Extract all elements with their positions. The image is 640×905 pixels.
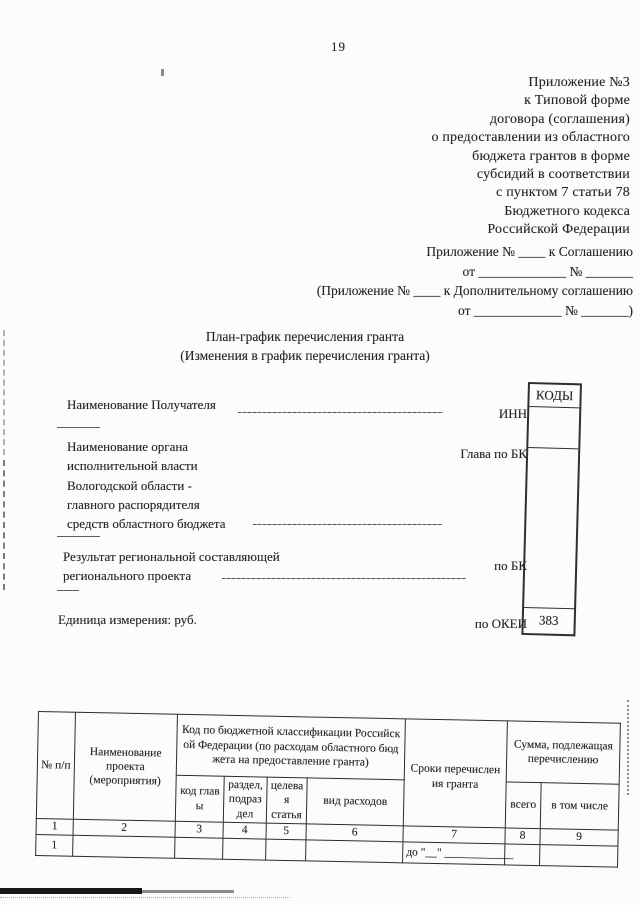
result-label: Результат региональной составляющей реги… <box>63 549 280 584</box>
col-header-project-name: Наименование проекта (мероприятия) <box>73 712 178 822</box>
po-okei-label: по ОКЕИ <box>474 616 527 631</box>
corner-appendix-note: Приложение №3 к Типовой форме договора (… <box>431 75 630 238</box>
scan-artifact-speck <box>161 69 164 76</box>
okei-value-cell: 383 <box>538 612 559 628</box>
authority-blank-line <box>253 524 442 525</box>
schedule-table: № п/п Наименование проекта (мероприятия)… <box>35 711 621 868</box>
scan-artifact-bottom-bar <box>0 888 142 894</box>
scan-artifact-left-dashes-bottom <box>3 460 5 590</box>
codes-header: КОДЫ <box>529 384 580 409</box>
po-bk-label: по БК <box>494 558 527 573</box>
subcol-expense-type: вид расходов <box>306 777 405 827</box>
empty-cell <box>222 838 266 861</box>
empty-cell <box>539 845 618 868</box>
scan-artifact-bottom-bar-fade <box>142 890 234 893</box>
subcol-target-item: целевая статья <box>266 777 308 825</box>
codes-box: КОДЫ 383 <box>521 382 582 637</box>
transfer-term-value: до "__" ____________ <box>402 842 514 866</box>
colnum-5: 5 <box>265 823 307 841</box>
col-header-kbk: Код по бюджетной классификации Российско… <box>176 714 406 780</box>
colnum-6: 6 <box>305 824 404 843</box>
row-number-cell: 1 <box>35 834 74 857</box>
scan-artifact-bottom-dotted <box>0 897 290 898</box>
empty-cell <box>265 839 306 862</box>
agreement-appendix-note: Приложение № ____ к Соглашению от ______… <box>316 244 633 318</box>
recipient-blank-line <box>238 412 443 413</box>
unit-label: Единица измерения: руб. <box>58 612 197 627</box>
glava-bk-label: Глава по БК <box>460 446 527 461</box>
col-header-transfer-terms: Сроки перечисления гранта <box>403 718 508 829</box>
subcol-total: всего <box>505 781 542 830</box>
empty-cell <box>72 835 175 859</box>
colnum-4: 4 <box>222 822 267 840</box>
colnum-3: 3 <box>174 821 224 839</box>
result-blank-remnant <box>57 590 79 591</box>
subcol-chapter-code: код главы <box>175 775 225 823</box>
colnum-1: 1 <box>36 818 74 836</box>
col-header-num: № п/п <box>36 711 76 820</box>
subcol-including: в том числе <box>540 782 620 831</box>
scan-artifact-right-dots <box>627 700 629 795</box>
col-header-amount: Сумма, подлежащая перечислению <box>506 720 621 785</box>
authority-blank-remnant <box>57 536 100 537</box>
document-title: План-график перечисления гранта (Изменен… <box>180 329 430 363</box>
recipient-blank-remnant <box>57 427 100 428</box>
subcol-section: раздел, подраздел <box>223 776 268 824</box>
inn-label: ИНН <box>498 406 527 421</box>
recipient-label: Наименование Получателя <box>67 397 216 412</box>
empty-cell <box>174 837 223 860</box>
scan-artifact-left-dashes-top <box>3 330 5 455</box>
authority-label: Наименование органа исполнительной власт… <box>67 439 226 532</box>
bk-value-cell <box>524 448 579 610</box>
colnum-9: 9 <box>539 829 619 847</box>
result-blank-line <box>222 578 466 579</box>
colnum-8: 8 <box>504 828 541 846</box>
inn-value-cell <box>528 407 580 450</box>
empty-cell <box>305 840 403 864</box>
page-number: 19 <box>331 39 346 54</box>
